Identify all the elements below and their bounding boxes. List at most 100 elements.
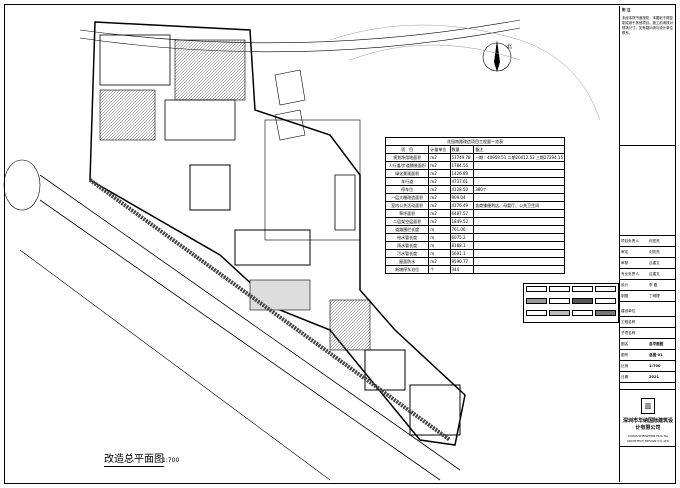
role-row: 专业负责人吕建文 [620, 269, 676, 280]
field-label: 图号 [621, 352, 629, 357]
cell-item: 给水管长度 [384, 233, 430, 242]
cell-unit: m [428, 241, 451, 250]
field-value: 总图-01 [649, 352, 663, 357]
header-item: 项 目 [384, 145, 430, 154]
cell-remark: 380个 [473, 185, 565, 194]
company-name-cn: 深圳市华纳国际建筑设计有限公司 [622, 418, 673, 431]
cell-unit: m2 [428, 185, 451, 194]
field-row: 工程名称 [620, 317, 676, 328]
header-unit: 计量单位 [428, 145, 451, 154]
field-label: 子项名称 [621, 330, 636, 335]
cell-item: 道路围栏长度 [384, 225, 430, 234]
role-name: 刘宏亮 [649, 249, 660, 254]
cell-item: 停车位 [384, 185, 430, 194]
role-label: 审核 [621, 260, 629, 265]
role-label: 设计 [621, 282, 629, 287]
drawing-scale: 1:700 [162, 457, 180, 464]
role-name: 丁明理 [649, 293, 660, 298]
cell-qty: 1426.89 [449, 169, 475, 178]
field-label: 日期 [621, 374, 629, 379]
notes-title: 附 注 [622, 8, 631, 12]
cell-qty: 5691.1 [449, 249, 475, 258]
role-label: 制图 [621, 293, 629, 298]
site-boundary [89, 21, 466, 446]
cell-qty: 4176.49 [449, 201, 475, 210]
field-row: 图名总平面图 [620, 339, 676, 350]
north-label: 北 [507, 43, 512, 50]
field-label: 建设单位 [621, 308, 636, 313]
cell-item: 一层大棚改造面积 [384, 193, 430, 202]
cell-qty: 344 [449, 265, 475, 274]
cell-remark [473, 225, 565, 234]
field-row: 建设单位 [620, 306, 676, 317]
notes-text: 未经本院书面授权，本图纸不得复制或用于其他项目。施工前请核对现场尺寸，如有疑问请… [622, 16, 673, 35]
cell-remark: 一期：40959.51 二期20412.52 三期27294.15 [473, 153, 565, 162]
cell-remark [473, 177, 565, 186]
legend [523, 283, 619, 323]
cell-item: 新增停车泊位 [384, 265, 430, 274]
cell-qty: 8188.1 [449, 241, 475, 250]
cell-unit: m [428, 249, 451, 258]
cell-item: 草坪面积 [384, 209, 430, 218]
field-value: 1:700 [649, 363, 661, 368]
role-row: 设计李 磊 [620, 280, 676, 291]
cell-qty: 4128.50 [449, 185, 475, 194]
company-logo-icon: ▥ [641, 398, 655, 414]
cell-unit: m2 [428, 201, 451, 210]
cell-qty: 761.06 [449, 225, 475, 234]
role-label: 专业负责人 [621, 271, 639, 276]
cell-item: 车行道 [384, 177, 430, 186]
cell-remark [473, 249, 565, 258]
cell-item: 规划净用地面积 [384, 153, 430, 162]
cell-qty: 51749.78 [449, 153, 475, 162]
cell-unit: m2 [428, 153, 451, 162]
field-row: 子项名称 [620, 328, 676, 339]
drawing-title: 改造总平面图 [104, 454, 164, 467]
table-title: 花园南路改造项目工程量一览表 [385, 137, 565, 146]
cell-remark: 含商铺便利店、母婴厅、公共卫生间 [473, 201, 565, 210]
role-label: 项目负责人 [621, 238, 639, 243]
role-name: 吕建文 [649, 260, 660, 265]
role-row: 项目负责人 何宏亮 [620, 236, 676, 247]
cell-unit: m [428, 225, 451, 234]
title-block: 附 注 未经本院书面授权，本图纸不得复制或用于其他项目。施工前请核对现场尺寸，如… [619, 6, 676, 482]
cell-qty: 4737.61 [449, 177, 475, 186]
role-label: 审定 [621, 249, 629, 254]
cell-remark [473, 161, 565, 170]
cell-qty: 1849.52 [449, 217, 475, 226]
cell-unit: m2 [428, 161, 451, 170]
cell-item: 污水管长度 [384, 249, 430, 258]
cell-remark [473, 209, 565, 218]
road-main [39, 174, 461, 471]
cell-item: 人行道/步道铺装面积 [384, 161, 430, 170]
company-name-en: CHINA SHENZHEN HUA NA ARCHITECT DESIGN C… [627, 434, 669, 443]
role-row: 制图 丁明理 [620, 291, 676, 302]
cell-remark [473, 257, 565, 266]
field-label: 图名 [621, 341, 629, 346]
role-name: 何宏亮 [649, 238, 660, 243]
cell-qty: 1784.55 [449, 161, 475, 170]
cell-unit: m2 [428, 217, 451, 226]
cell-unit: m2 [428, 169, 451, 178]
cell-qty: 6487.57 [449, 209, 475, 218]
cell-item: 屋面防水 [384, 257, 430, 266]
cell-unit: 个 [428, 265, 451, 274]
field-row: 图号 总图-01 [620, 350, 676, 361]
cell-unit: m2 [428, 193, 451, 202]
role-row: 审定 刘宏亮 [620, 247, 676, 258]
header-qty: 数量 [449, 145, 475, 154]
